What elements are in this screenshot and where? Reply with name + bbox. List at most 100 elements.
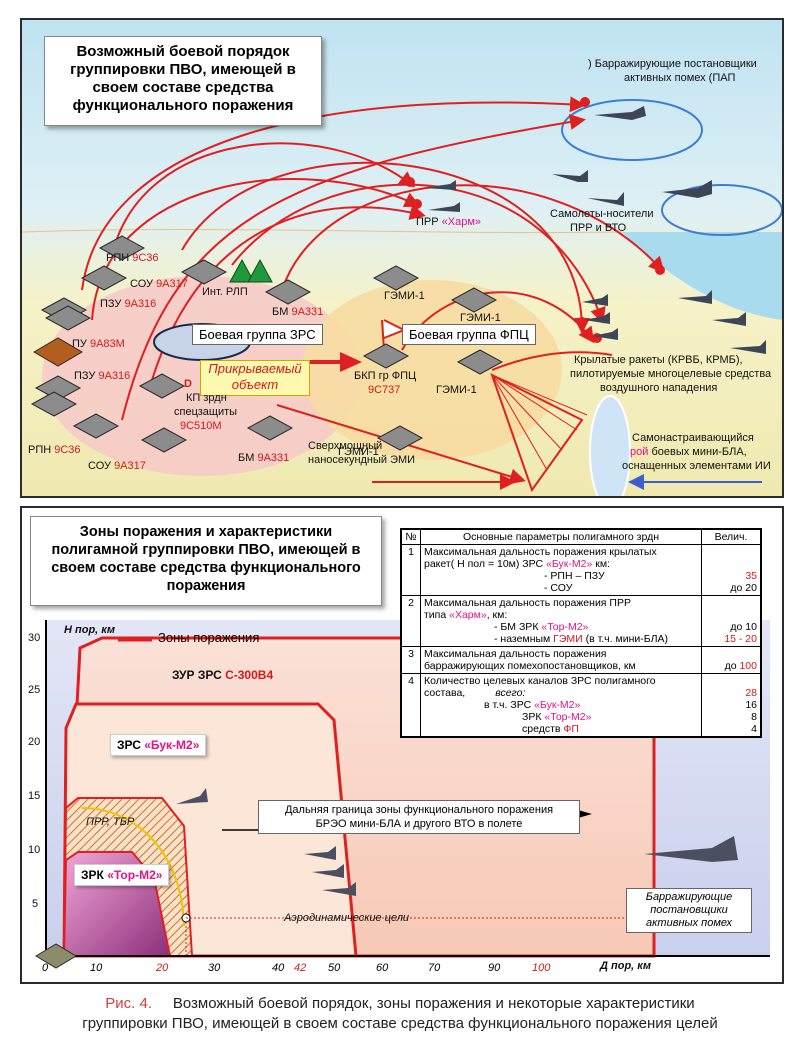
y-tick: 5 <box>32 898 39 910</box>
row-param: Количество целевых каналов ЗРС полигамно… <box>420 673 702 738</box>
pu-pre: ПУ <box>72 338 90 350</box>
x-tick: 30 <box>208 962 221 974</box>
zrs-group-label: Боевая группа ЗРС <box>192 324 323 345</box>
aircraft-silhouettes <box>424 106 766 354</box>
pzu2-pre: ПЗУ <box>74 370 99 382</box>
x-tick: 20 <box>156 962 169 974</box>
jammer-orbit <box>561 99 703 161</box>
bm1-label: БМ 9А331 <box>272 306 323 318</box>
caption-fig: Рис. 4. <box>105 995 153 1012</box>
zone-buk-label: ЗРС «Бук-М2» <box>110 734 207 756</box>
r1-b-pre: ракет( Н пол = 10м) ЗРС <box>424 558 547 570</box>
cruise-label-2: пилотируемые многоцелевые средства <box>570 368 772 380</box>
kp-label-2: спецзащиты <box>174 406 238 418</box>
r2-b-post: , км: <box>486 609 508 621</box>
bm1-code: 9А331 <box>291 306 324 318</box>
cruise-label-1: Крылатые ракеты (КРВБ, КРМБ), <box>574 354 743 366</box>
zone-tor-name: «Тор-М2» <box>107 868 163 882</box>
prr-label: ПРР «Харм» <box>416 216 481 228</box>
r4-v2: 16 <box>745 699 757 711</box>
x-tick: 10 <box>90 962 103 974</box>
r2-b-name: «Харм» <box>449 609 487 621</box>
r4-line-b: состава,всего: <box>424 687 698 699</box>
r4-line-e: средств ФП <box>424 723 698 735</box>
r2-d-post: (в т.ч. мини-БЛА) <box>582 633 669 645</box>
r4-v4: 4 <box>751 723 757 735</box>
sea-area <box>622 232 782 320</box>
y-tick: 20 <box>28 736 41 748</box>
sou2-pre: СОУ <box>88 460 115 472</box>
r4-e-name: ФП <box>563 723 579 735</box>
row-num: 4 <box>400 673 421 738</box>
x-axis-label: Д пор, км <box>600 960 651 972</box>
swarm-word: рой <box>630 446 649 458</box>
caption-text-1: Возможный боевой порядок, зоны поражения… <box>172 995 695 1012</box>
sou1-pre: СОУ <box>130 278 157 290</box>
zone-s300-pre: ЗУР ЗРС <box>172 668 226 682</box>
far-border-callout: Дальняя граница зоны функционального пор… <box>258 800 580 834</box>
rpn2-code: 9С36 <box>54 444 81 456</box>
table-header-num: № <box>400 528 421 545</box>
jammers-3: активных помех <box>645 917 732 929</box>
carriers-label-2: ПРР и ВТО <box>570 222 627 234</box>
rpn1-label: РПН 9С36 <box>106 252 159 264</box>
launcher-pu-diamond <box>33 337 83 367</box>
r4-d-pre: ЗРК <box>522 711 545 723</box>
figure-caption: Рис. 4. Возможный боевой порядок, зоны п… <box>20 994 780 1034</box>
swarm-label-1: Самонастраивающийся <box>632 432 754 444</box>
table-header-value: Велич. <box>701 528 762 545</box>
bottom-title: Зоны поражения и характеристики полигамн… <box>30 516 382 606</box>
chart-aircraft <box>176 788 738 896</box>
protected-object-label: Прикрываемый объект <box>200 360 310 396</box>
battle-order-panel: Возможный боевой порядок группировки ПВО… <box>20 18 784 498</box>
table-header-param: Основные параметры полигамного зрдн <box>420 528 702 545</box>
row-param: Максимальная дальность поражения крылаты… <box>420 544 702 596</box>
zone-s300-name: С-300В4 <box>225 668 274 682</box>
bkp-label: БКП гр ФПЦ <box>354 370 417 382</box>
carriers-label-1: Самолеты-носители <box>550 208 654 220</box>
pzu1-label: ПЗУ 9А316 <box>100 298 156 310</box>
row-value: до 100 <box>701 646 762 674</box>
table-row: 1 Максимальная дальность поражения крыла… <box>400 544 762 596</box>
zone-tor-pre: ЗРК <box>81 868 108 882</box>
emi-fan-lines <box>491 374 588 471</box>
r3-v: 100 <box>739 660 757 672</box>
sou2-code: 9А317 <box>114 460 146 472</box>
far-border-2: БРЭО мини-БЛА и другого ВТО в полете <box>315 818 523 830</box>
zones-panel: Зоны поражения и характеристики полигамн… <box>20 506 784 984</box>
gemi-label-b: ГЭМИ-1 <box>460 312 501 324</box>
y-tick: 15 <box>28 790 41 802</box>
r4-b2: всего: <box>495 687 526 699</box>
table-row: 2 Максимальная дальность поражения ПРР т… <box>400 595 762 647</box>
r4-c-pre: в т.ч. ЗРС <box>484 699 535 711</box>
r2-line-a: Максимальная дальность поражения ПРР <box>424 597 631 609</box>
table-row: 3 Максимальная дальность поражения барра… <box>400 646 762 674</box>
unit-diamonds <box>30 235 504 453</box>
protected-label-2: объект <box>231 377 279 392</box>
zone-prr-label: ПРР, ТБР <box>86 816 135 828</box>
kp-label-1: КП зрдн <box>186 392 227 404</box>
r2-b-pre: типа <box>424 609 450 621</box>
rpn2-label: РПН 9С36 <box>28 444 81 456</box>
far-border-1: Дальняя граница зоны функционального пор… <box>284 804 554 816</box>
r4-c-name: «Бук-М2» <box>534 699 581 711</box>
d-mark: D <box>184 378 192 390</box>
bm2-label: БМ 9А331 <box>238 452 289 464</box>
emi-label-2: наносекундный ЭМИ <box>308 454 416 466</box>
swarm-text: боевых мини-БЛА, <box>648 446 747 458</box>
r4-line-c: в т.ч. ЗРС «Бук-М2» <box>424 699 698 711</box>
r2-v1: до 10 <box>730 621 757 633</box>
legend-label: Зоны поражения <box>158 630 260 645</box>
r1-line-d: - СОУ <box>544 582 573 594</box>
int-rlp-icon <box>229 258 273 283</box>
r1-line-c: - РПН – ПЗУ <box>544 570 605 582</box>
r3-line-b: барражирующих помехопостановщиков, км <box>424 660 636 672</box>
r2-line-d: - наземным ГЭМИ (в т.ч. мини-БЛА) <box>424 633 698 645</box>
caption-line-2: группировки ПВО, имеющей в своем составе… <box>82 1015 718 1032</box>
explosion-markers <box>405 97 665 343</box>
rpn1-pre: РПН <box>106 252 133 264</box>
pu-code: 9А83М <box>89 338 125 350</box>
r2-v2: 15 - 20 <box>724 633 757 645</box>
row-value: 35 до 20 <box>701 544 762 596</box>
emi-label-1: Сверхмощный <box>308 440 383 452</box>
